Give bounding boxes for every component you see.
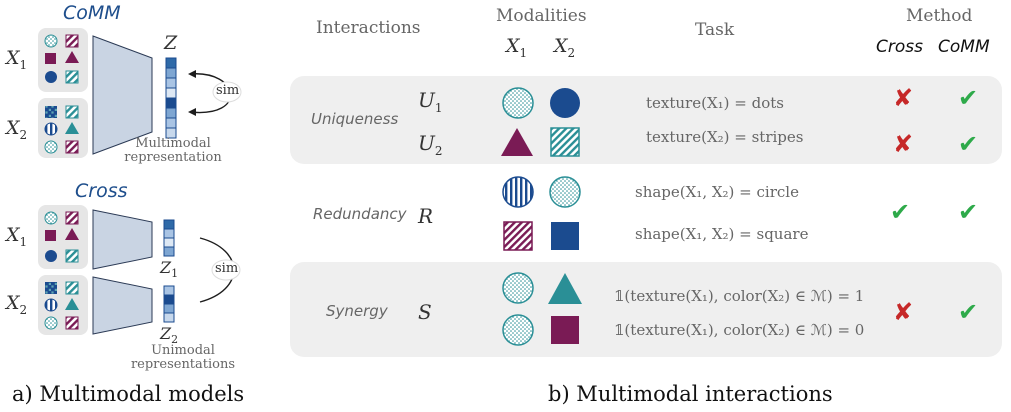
header-modalities: Modalities [496,6,587,26]
cross-model [38,205,241,335]
shared-encoder [92,35,153,155]
navy-circle-icon [550,88,580,118]
purple-square-icon [45,53,56,64]
sim-label: sim [215,261,239,276]
header-x1: X1 [506,35,528,60]
striped-square-icon [65,281,79,295]
group-uniqueness: Uniqueness [311,110,399,128]
uniqueness-band [290,76,1002,164]
striped-circle-icon [44,298,58,312]
symbol-u1: U1 [418,88,443,115]
symbol-r: R [418,204,434,228]
dotted-circle-icon [44,140,58,154]
grid-square-icon [45,282,57,294]
task-text: 𝟙(texture(X₁), color(X₂) ∈ ℳ) = 1 [614,287,865,305]
cross-title: Cross [75,180,128,202]
striped-square-icon [65,249,79,263]
striped-circle-icon [502,176,534,208]
striped-square-icon [65,34,79,48]
striped-square-icon [65,211,79,225]
caption-b: b) Multimodal interactions [548,382,833,406]
teal-triangle-icon [65,298,79,310]
comm-title: CoMM [63,2,121,24]
navy-square-icon [551,222,579,250]
header-task: Task [695,20,735,40]
task-text: texture(X₂) = stripes [646,128,804,146]
grid-square-icon [45,106,57,118]
purple-square-icon [45,230,56,241]
encoder-x2 [92,276,153,335]
dotted-circle-icon [502,87,534,119]
purple-square-icon [551,316,579,344]
check-mark-icon: ✔ [958,130,979,158]
interactions-table [290,76,1002,357]
group-synergy: Synergy [326,302,388,320]
check-mark-icon: ✔ [958,84,979,112]
navy-circle-icon [45,71,57,83]
header-cross: Cross [876,37,923,57]
striped-circle-icon [44,122,58,136]
check-mark-icon: ✔ [958,198,979,226]
task-text: 𝟙(texture(X₁), color(X₂) ∈ ℳ) = 0 [614,321,865,339]
teal-triangle-icon [65,122,79,134]
cross-mark-icon: ✘ [893,84,914,112]
x2-label: X2 [6,117,28,142]
striped-square-icon [65,140,79,154]
sim-label: sim [216,83,240,98]
task-text: shape(X₁, X₂) = square [635,225,809,243]
teal-triangle-icon [548,273,582,304]
header-x2: X2 [554,35,576,60]
arrowhead-icon [188,108,196,116]
header-interactions: Interactions [316,18,421,38]
header-comm: CoMM [938,37,990,57]
dotted-circle-icon [44,34,58,48]
header-method: Method [906,6,973,26]
dotted-circle-icon [549,176,581,208]
cross-mark-icon: ✘ [893,130,914,158]
task-text: shape(X₁, X₂) = circle [635,183,799,201]
encoder-x1 [92,209,153,270]
cross-mark-icon: ✘ [893,298,914,326]
comm-model [38,28,242,158]
z2-vector [163,285,175,323]
caption-a: a) Multimodal models [12,382,245,406]
x1-label: X1 [6,47,28,72]
sim-bubble [211,259,241,281]
dotted-circle-icon [502,314,534,346]
symbol-s: S [418,300,432,324]
check-mark-icon: ✔ [890,198,911,226]
dotted-circle-icon [502,272,534,304]
synergy-band [290,262,1002,357]
z1-label: Z1 [160,258,179,281]
x2-label: X2 [6,292,28,317]
z1-vector [163,219,175,257]
sim-bubble [212,81,242,103]
purple-triangle-icon [65,228,79,240]
purple-triangle-icon [65,51,79,63]
navy-circle-icon [45,250,57,262]
striped-square-icon [503,221,533,251]
z-vector [165,57,177,139]
group-redundancy: Redundancy [313,205,407,223]
dotted-circle-icon [44,211,58,225]
striped-square-icon [65,316,79,330]
z-label: Z [164,32,178,54]
z2-label: Z2 [160,324,179,347]
striped-square-icon [550,127,580,157]
dotted-circle-icon [44,316,58,330]
purple-triangle-icon [501,128,533,156]
striped-square-icon [65,105,79,119]
arrowhead-icon [188,70,196,78]
striped-square-icon [65,70,79,84]
check-mark-icon: ✔ [958,298,979,326]
symbol-u2: U2 [418,131,443,158]
task-text: texture(X₁) = dots [646,94,784,112]
x1-label: X1 [6,224,28,249]
